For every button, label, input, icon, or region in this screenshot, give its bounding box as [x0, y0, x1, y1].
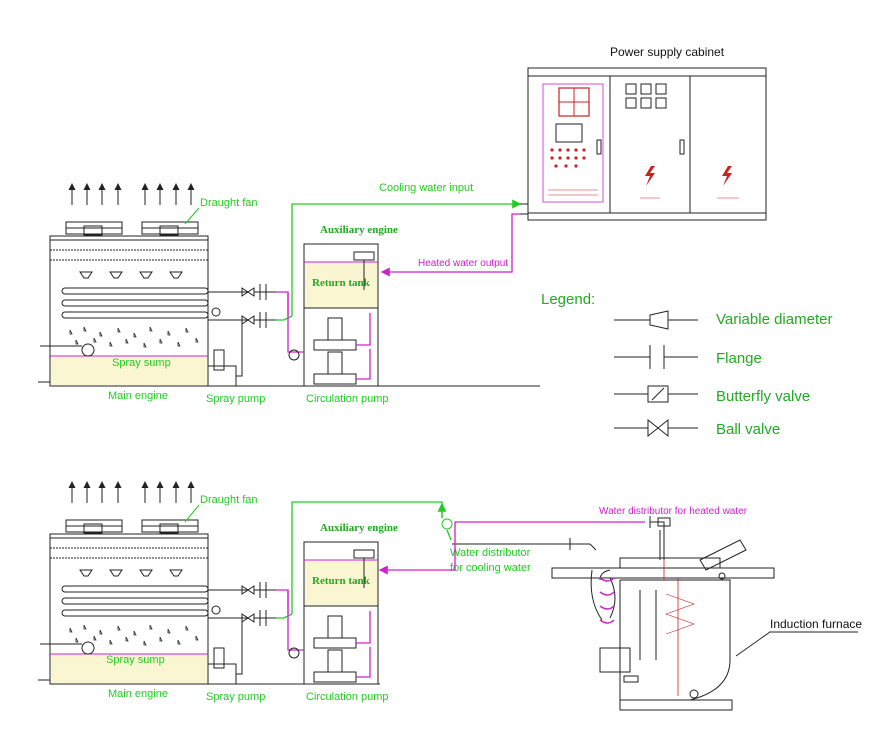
induction-furnace-label: Induction furnace [770, 617, 862, 631]
draught-fan-icon [65, 519, 199, 534]
distributor-cooling-label-2: for cooling water [450, 562, 531, 574]
main-engine-label: Main engine [108, 390, 168, 402]
reducer-icon [649, 310, 669, 330]
legend-item-label: Butterfly valve [716, 388, 810, 405]
heated-output-label: Heated water output [418, 258, 508, 269]
legend-ball-valve: Ball valve [614, 418, 780, 438]
distributor-heated-label: Water distributor for heated water [599, 506, 748, 517]
spray-pump-label: Spray pump [206, 393, 265, 405]
legend-butterfly-valve: Butterfly valve [614, 385, 810, 405]
legend-item-label: Ball valve [716, 421, 780, 438]
high-voltage-icon [645, 166, 655, 186]
legend-title: Legend: [541, 291, 595, 308]
power-supply-cabinet: Power supply cabinet [527, 45, 767, 221]
legend-item-label: Flange [716, 350, 762, 367]
legend-item-label: Variable diameter [716, 311, 832, 328]
cabinet-title: Power supply cabinet [610, 45, 725, 59]
spray-pump-label: Spray pump [206, 691, 265, 703]
return-tank-label: Return tank [312, 277, 371, 289]
draught-fan-label: Draught fan [200, 197, 257, 209]
return-tank-label: Return tank [312, 575, 371, 587]
draught-fan-label: Draught fan [200, 494, 257, 506]
cooling-input-label: Cooling water input [379, 182, 473, 194]
spray-sump-label: Spray sump [106, 654, 165, 666]
main-engine-label: Main engine [108, 688, 168, 700]
draught-fan-icon [65, 221, 199, 236]
circulation-pump-label: Circulation pump [306, 393, 389, 405]
top-cooling-system: Draught fan Spray sump Main engine Spray… [38, 182, 540, 405]
legend: Legend: Variable diameter Flange Butterf… [541, 291, 832, 438]
distributor-cooling-label-1: Water distributor [450, 547, 531, 559]
circulation-pump-label: Circulation pump [306, 691, 389, 703]
spray-sump-label: Spray sump [112, 357, 171, 369]
legend-variable-diameter: Variable diameter [614, 310, 832, 330]
bottom-cooling-system: Draught fan Spray sump Main engine Spray… [38, 481, 862, 711]
ball-valve-icon [647, 418, 669, 438]
auxiliary-engine-label: Auxiliary engine [320, 224, 398, 236]
legend-flange: Flange [614, 345, 762, 369]
high-voltage-icon [722, 166, 732, 186]
induction-furnace [551, 517, 775, 711]
auxiliary-engine-label: Auxiliary engine [320, 522, 398, 534]
